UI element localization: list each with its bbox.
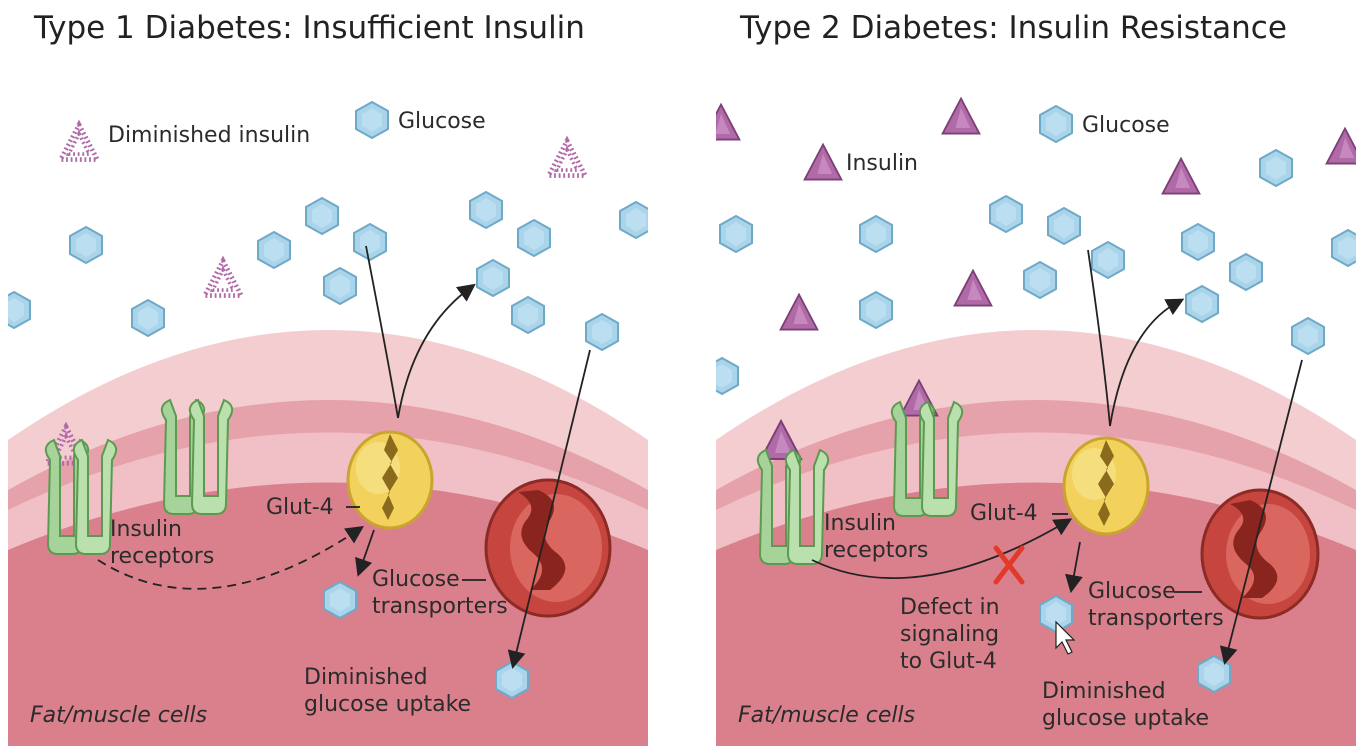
glucose-hexagon-icon xyxy=(619,201,648,239)
label-diminished-insulin: Diminished insulin xyxy=(108,123,311,148)
glut4-transporter-icon xyxy=(1062,436,1150,536)
type1-diagram-panel: Diminished insulin Glucose Glut-4 Insuli… xyxy=(8,70,648,746)
insulin-triangle-icon xyxy=(941,97,981,135)
insulin-triangle-icon xyxy=(953,269,993,307)
glucose-hexagon-icon xyxy=(323,581,357,619)
insulin-receptor-icon xyxy=(756,448,830,565)
label-defect-signaling: Defect in signaling to Glut-4 xyxy=(900,595,1000,674)
glut4-transporter-icon xyxy=(346,430,434,530)
insulin-receptor-icon xyxy=(160,398,234,515)
glucose-hexagon-icon xyxy=(257,231,291,269)
label-fat-muscle-cells: Fat/muscle cells xyxy=(30,703,208,728)
glucose-hexagon-icon xyxy=(1023,261,1057,299)
cursor-icon xyxy=(1055,620,1076,655)
glucose-hexagon-icon xyxy=(355,101,389,139)
label-glucose: Glucose xyxy=(1082,113,1170,138)
cell-interior xyxy=(716,482,1356,746)
insulin-triangle-icon xyxy=(803,143,843,181)
label-glucose: Glucose xyxy=(398,109,486,134)
glucose-hexagon-icon xyxy=(1291,317,1325,355)
glucose-hexagon-icon xyxy=(511,296,545,334)
glucose-hexagon-icon xyxy=(469,191,503,229)
glucose-hexagon-icon xyxy=(517,219,551,257)
defect-x-icon xyxy=(993,545,1025,585)
insulin-triangle-icon xyxy=(549,141,586,176)
label-insulin: Insulin xyxy=(846,151,919,176)
glucose-hexagon-icon xyxy=(476,259,510,297)
glucose-hexagon-icon xyxy=(1259,149,1293,187)
insulin-receptor-icon xyxy=(890,400,964,517)
glucose-hexagon-icon xyxy=(1331,229,1356,267)
insulin-triangle-icon xyxy=(716,103,741,141)
type2-diagram-panel: Insulin Glucose Glut-4 Insulin receptors… xyxy=(716,70,1356,746)
glucose-hexagon-icon xyxy=(1047,207,1081,245)
glucose-hexagon-icon xyxy=(8,291,31,329)
label-diminished-uptake: Diminished glucose uptake xyxy=(304,665,472,717)
type1-diagram-svg xyxy=(8,101,648,746)
glucose-hexagon-icon xyxy=(69,226,103,264)
label-glut4: Glut-4 xyxy=(970,501,1038,526)
insulin-triangle-icon xyxy=(205,261,242,296)
glucose-hexagon-icon xyxy=(1039,105,1073,143)
insulin-triangle-icon xyxy=(1161,157,1201,195)
glucose-hexagon-icon xyxy=(1091,241,1125,279)
glucose-hexagon-icon xyxy=(1185,285,1219,323)
label-glut4: Glut-4 xyxy=(266,495,334,520)
glucose-hexagon-icon xyxy=(716,357,739,395)
glucose-hexagon-icon xyxy=(323,267,357,305)
insulin-receptor-icon xyxy=(44,438,118,555)
insulin-triangle-icon xyxy=(779,293,819,331)
glucose-hexagon-icon xyxy=(859,215,893,253)
label-insulin-receptors: Insulin receptors xyxy=(110,517,215,569)
type2-diagram-svg xyxy=(716,97,1356,746)
insulin-triangle-icon xyxy=(1325,127,1356,165)
glucose-hexagon-icon xyxy=(305,197,339,235)
glucose-hexagon-icon xyxy=(989,195,1023,233)
label-glucose-transporters: Glucose transporters xyxy=(1088,579,1224,631)
glucose-transporter-icon xyxy=(484,478,612,618)
insulin-triangle-icon xyxy=(61,125,98,160)
label-diminished-uptake: Diminished glucose uptake xyxy=(1042,679,1210,731)
glucose-hexagon-icon xyxy=(353,223,387,261)
glucose-hexagon-icon xyxy=(1229,253,1263,291)
glucose-hexagon-icon xyxy=(719,215,753,253)
glucose-hexagon-icon xyxy=(495,661,529,699)
glucose-hexagon-icon xyxy=(585,313,619,351)
panel-title-type1: Type 1 Diabetes: Insufficient Insulin xyxy=(34,10,585,46)
glucose-hexagon-icon xyxy=(131,299,165,337)
glucose-hexagon-icon xyxy=(859,291,893,329)
panel-title-type2: Type 2 Diabetes: Insulin Resistance xyxy=(740,10,1287,46)
label-insulin-receptors: Insulin receptors xyxy=(824,511,929,563)
label-glucose-transporters: Glucose transporters xyxy=(372,567,508,619)
label-fat-muscle-cells: Fat/muscle cells xyxy=(738,703,916,728)
glucose-hexagon-icon xyxy=(1181,223,1215,261)
